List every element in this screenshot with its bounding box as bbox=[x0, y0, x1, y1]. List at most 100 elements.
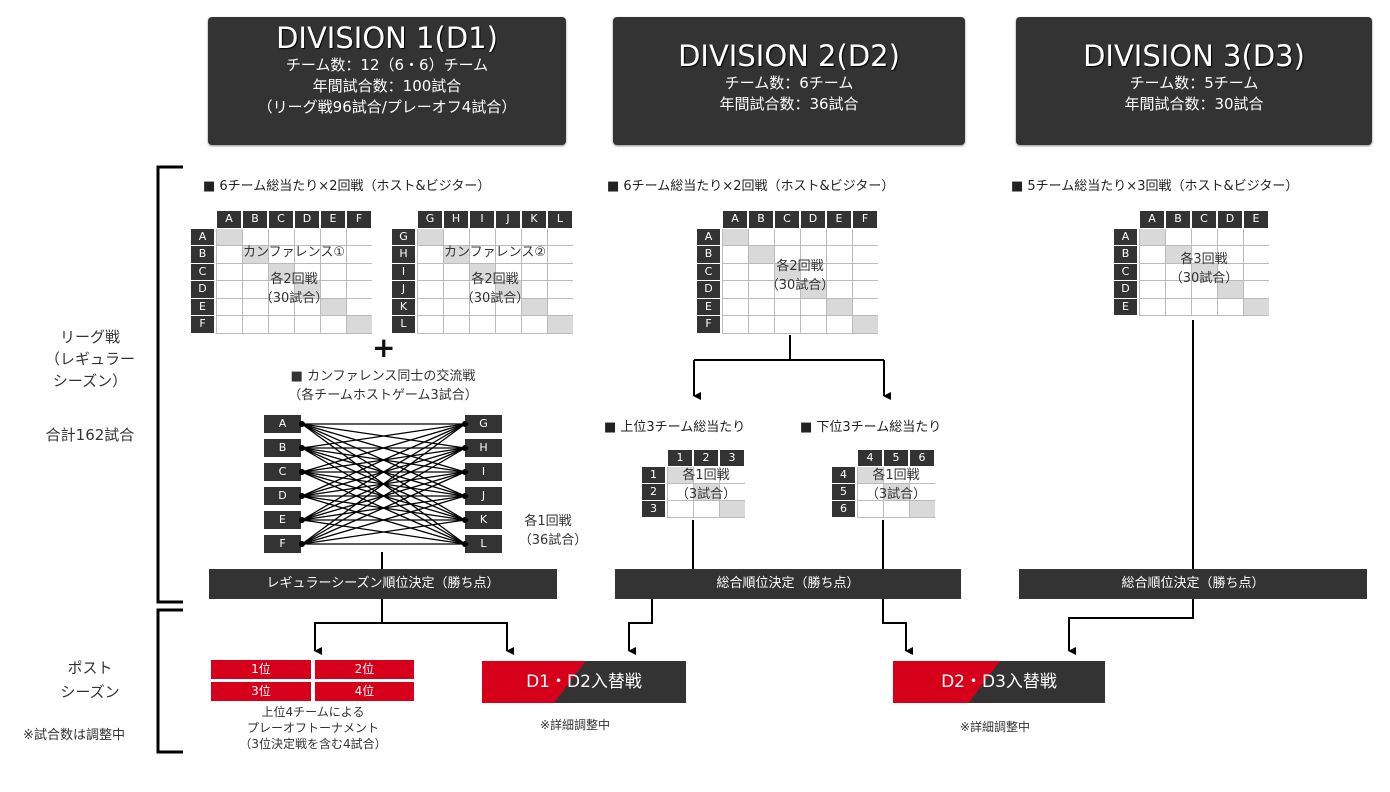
d3-grid-games: （30試合） bbox=[1169, 271, 1239, 286]
d1-heading: ■ 6チーム総当たり×2回戦（ホスト&ビジター） bbox=[203, 179, 491, 194]
conf1-grid-cell bbox=[294, 298, 320, 316]
conf1-grid-cell bbox=[216, 246, 242, 264]
matchup-line bbox=[301, 423, 466, 521]
conf1-grid-cell bbox=[216, 228, 242, 246]
d2-grid-row-header: A bbox=[697, 228, 720, 245]
lower3-grid-rounds: 各1回戦 bbox=[872, 468, 920, 483]
matchup-line bbox=[301, 447, 466, 545]
conf2-grid-cell bbox=[521, 316, 547, 334]
conf2-grid-col-header: K bbox=[522, 211, 546, 228]
d1-d2-swap-label: D1・D2入替戦 bbox=[526, 672, 642, 692]
conf1-grid-cell bbox=[242, 281, 268, 299]
lower3-grid-cell bbox=[857, 501, 883, 518]
division-3-title: DIVISION 3(D3) bbox=[1083, 39, 1305, 73]
conf1-grid-col-header: D bbox=[295, 211, 319, 228]
conf1-grid-cell bbox=[216, 281, 242, 299]
left-team-tag: E bbox=[264, 511, 301, 529]
d2-grid-cell bbox=[852, 316, 878, 334]
conf1-grid-cell bbox=[268, 246, 294, 264]
d3-grid-cell bbox=[1191, 281, 1217, 299]
d2-grid-cell bbox=[800, 263, 826, 281]
conf1-grid-cell bbox=[346, 228, 372, 246]
division-3-box: DIVISION 3(D3) チーム数：5チーム 年間試合数：30試合 bbox=[1016, 17, 1372, 145]
d2-standing-bar: 総合順位決定（勝ち点） bbox=[615, 569, 961, 599]
matchup-line bbox=[301, 447, 466, 521]
d3-grid-cell bbox=[1139, 263, 1165, 281]
division-1-box: DIVISION 1(D1) チーム数：12（6・6）チーム 年間試合数：100… bbox=[208, 17, 566, 145]
matchup-line bbox=[301, 423, 466, 497]
playoff-caption-line: （3位決定戦を含む4試合） bbox=[239, 737, 387, 751]
conf2-grid-cell bbox=[521, 263, 547, 281]
d2-grid-cell bbox=[722, 228, 748, 246]
conf2-grid-cell bbox=[443, 298, 469, 316]
d2-grid-cell bbox=[800, 281, 826, 299]
matchup-line bbox=[301, 495, 466, 545]
upper-3-heading: ■ 上位3チーム総当たり bbox=[604, 420, 746, 435]
d3-grid-cell bbox=[1243, 298, 1269, 316]
d2-grid-cell bbox=[852, 263, 878, 281]
d3-grid-cell bbox=[1191, 263, 1217, 281]
matchup-line bbox=[301, 471, 466, 545]
d3-grid-col-header: E bbox=[1244, 211, 1268, 228]
conf2-grid-cell bbox=[417, 228, 443, 246]
conf2-grid-cell bbox=[417, 281, 443, 299]
left-team-tag: B bbox=[264, 439, 301, 457]
upper3-grid-cell bbox=[693, 484, 719, 501]
conf1-grid-cell bbox=[242, 263, 268, 281]
d3-grid-col-header: B bbox=[1166, 211, 1190, 228]
d3-grid-cell bbox=[1243, 281, 1269, 299]
matchup-line bbox=[301, 471, 466, 521]
conf1-grid-cell bbox=[268, 263, 294, 281]
d2-grid-cell bbox=[826, 316, 852, 334]
d3-grid-cell bbox=[1217, 281, 1243, 299]
conf2-grid-cell bbox=[495, 298, 521, 316]
postseason-label-line: ポスト bbox=[67, 659, 113, 677]
conf1-grid-cell bbox=[268, 228, 294, 246]
d3-grid-cell bbox=[1165, 263, 1191, 281]
conf2-grid-cell bbox=[547, 246, 573, 264]
conf1-grid-cell bbox=[268, 298, 294, 316]
interconference-subheading: （各チームホストゲーム3試合） bbox=[288, 388, 478, 403]
conf1-grid-cell bbox=[320, 316, 346, 334]
matchup-line bbox=[301, 423, 466, 473]
conf1-grid-cell bbox=[242, 316, 268, 334]
d2-grid-cell bbox=[826, 263, 852, 281]
d2-grid-cell bbox=[800, 298, 826, 316]
d3-grid-cell bbox=[1165, 298, 1191, 316]
upper3-grid-cell bbox=[667, 501, 693, 518]
d3-grid-row-header: C bbox=[1114, 263, 1137, 280]
conf2-grid-cell bbox=[521, 228, 547, 246]
conf1-grid-cell bbox=[216, 298, 242, 316]
conf2-grid-col-header: I bbox=[470, 211, 494, 228]
d2-d3-swap-box: D2・D3入替戦 bbox=[893, 661, 1105, 703]
d3-grid-cell bbox=[1217, 263, 1243, 281]
conf1-grid-cell bbox=[320, 228, 346, 246]
division-3-teams: チーム数：5チーム bbox=[1129, 74, 1259, 92]
d2-grid-col-header: C bbox=[775, 211, 799, 228]
conf2-grid-cell bbox=[443, 281, 469, 299]
d3-standing-bar: 総合順位決定（勝ち点） bbox=[1019, 569, 1367, 599]
right-team-tag: I bbox=[465, 463, 502, 481]
lower-3-heading: ■ 下位3チーム総当たり bbox=[800, 420, 942, 435]
division-2-games: 年間試合数：36試合 bbox=[719, 95, 859, 113]
d2-grid-cell bbox=[852, 228, 878, 246]
plus-icon: + bbox=[372, 331, 396, 364]
upper3-grid-col-header: 1 bbox=[668, 450, 692, 466]
conf1-grid-cell bbox=[320, 246, 346, 264]
d2-grid-cell bbox=[852, 246, 878, 264]
d2-grid-cell bbox=[748, 228, 774, 246]
d1-to-swap-arrow bbox=[382, 622, 514, 655]
d3-grid-cell bbox=[1165, 228, 1191, 246]
d2-grid-cell bbox=[722, 246, 748, 264]
lower3-grid-col-header: 5 bbox=[884, 450, 908, 466]
upper3-grid-games: （3試合） bbox=[675, 487, 737, 502]
d3-grid-cell bbox=[1217, 228, 1243, 246]
d2-grid-cell bbox=[722, 316, 748, 334]
matchup-line bbox=[301, 471, 466, 521]
conf2-grid-col-header: G bbox=[418, 211, 442, 228]
d3-grid-cell bbox=[1191, 228, 1217, 246]
matchup-line bbox=[301, 423, 466, 473]
conf2-grid-cell bbox=[495, 281, 521, 299]
conf1-grid-cell bbox=[346, 263, 372, 281]
conf2-grid-row-header: I bbox=[392, 263, 415, 280]
